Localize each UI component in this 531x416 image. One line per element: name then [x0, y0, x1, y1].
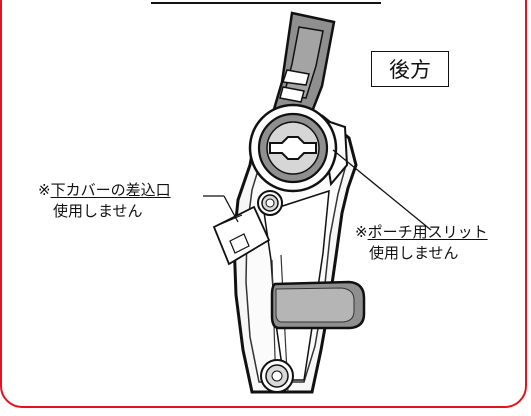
pouch-slit-loop: [270, 280, 366, 330]
pouch-slit-callout: ※ポーチ用スリット: [355, 223, 488, 241]
rear-direction-text: 後方: [389, 58, 431, 82]
lower-cover-slot-title: 下カバーの差込口: [50, 181, 171, 199]
pouch-slit-prefix: ※: [355, 223, 368, 241]
pouch-slit-note: 使用しません: [369, 244, 459, 262]
pouch-slit-title: ポーチ用スリット: [367, 223, 488, 241]
lower-cover-flap: [212, 205, 271, 266]
lower-cover-slot-callout: ※下カバーの差込口: [38, 181, 171, 199]
rear-direction-label: 後方: [371, 51, 449, 87]
leader-line-pouch-slit: [332, 149, 432, 231]
leader-line-lower-cover-diagonal: [223, 195, 239, 223]
lower-cover-slot-note: 使用しません: [53, 202, 143, 220]
screw-upper: [257, 190, 283, 216]
red-rounded-frame: [0, 0, 527, 408]
lower-cover-slot-prefix: ※: [38, 181, 51, 199]
adjuster-dial: [248, 103, 349, 193]
screw-lower: [260, 359, 294, 393]
